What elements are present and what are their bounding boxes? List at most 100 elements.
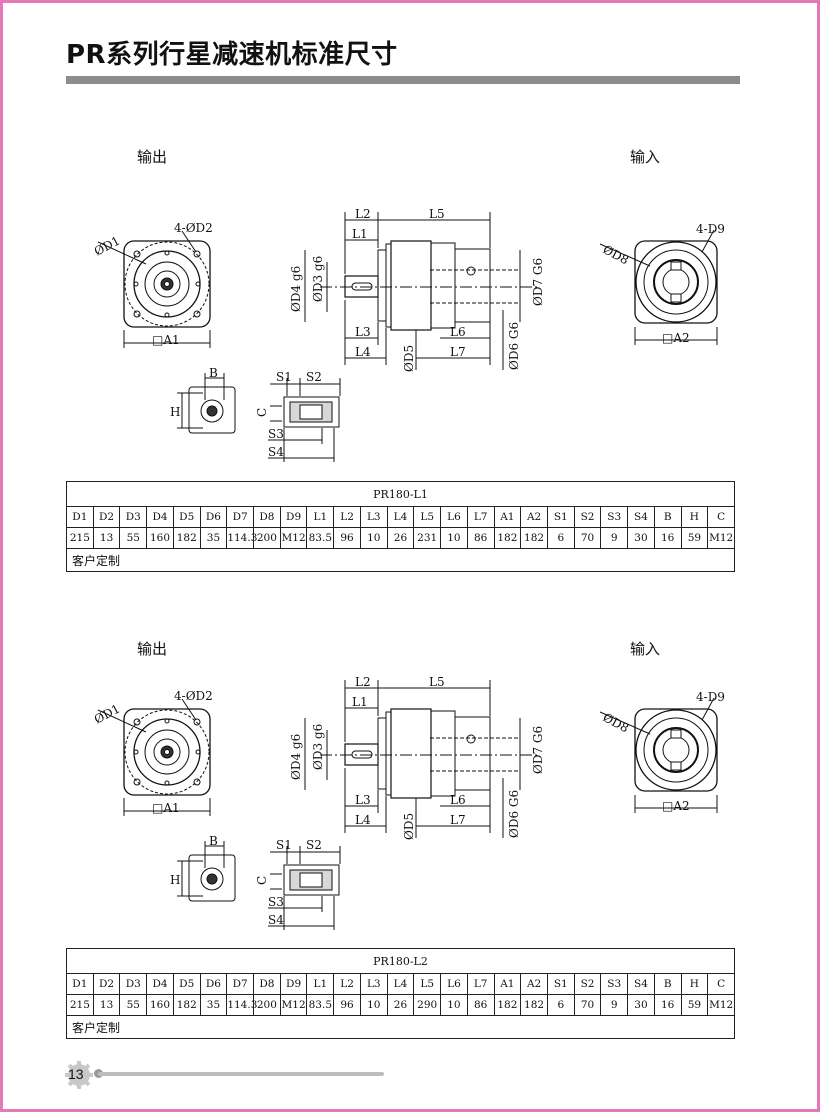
table-cell: 9: [600, 994, 629, 1016]
page-title: PR系列行星减速机标准尺寸: [66, 40, 398, 70]
dim-l6: L6: [450, 325, 466, 339]
column-header: D2: [92, 973, 121, 995]
table-cell: 10: [359, 994, 388, 1016]
table-cell: 16: [653, 527, 682, 549]
table-cell: M12: [279, 994, 308, 1016]
column-header: D7: [226, 506, 255, 528]
dim-d8: ØD8: [601, 242, 631, 267]
column-header: A1: [493, 973, 522, 995]
dim-l7: L7: [450, 345, 466, 359]
table-cell: 290: [413, 994, 442, 1016]
dim-s2: S2: [306, 370, 322, 384]
input-flange-view: [599, 229, 718, 345]
output-flange-view: [97, 230, 211, 348]
dim-l3: L3: [355, 325, 371, 339]
table-cell: 10: [440, 994, 468, 1016]
column-header: A2: [520, 973, 548, 995]
column-header: D9: [279, 973, 308, 995]
table-cell: 26: [386, 994, 415, 1016]
dim-a1: □A1: [152, 333, 180, 347]
column-header: D7: [226, 973, 255, 995]
column-header: L6: [440, 506, 468, 528]
dim-b: B: [209, 366, 218, 380]
footer-line: [98, 1072, 384, 1076]
dim-d6: ØD6 G6: [507, 322, 521, 370]
column-header: D1: [66, 506, 94, 528]
dim-d4: ØD4 g6: [289, 266, 303, 312]
table-cell: 182: [172, 527, 201, 549]
dim-d1: ØD1: [92, 234, 122, 259]
table-cell: 200: [253, 994, 281, 1016]
table-cell: 160: [146, 994, 174, 1016]
table-cell: 96: [333, 994, 361, 1016]
column-header: D2: [92, 506, 121, 528]
column-header: L4: [386, 506, 415, 528]
dim-s3: S3: [268, 427, 284, 441]
table-cell: 182: [172, 994, 201, 1016]
table-cell: 70: [573, 994, 602, 1016]
column-header: D5: [172, 973, 201, 995]
input-label-1: 输入: [630, 148, 661, 166]
column-header: H: [680, 506, 709, 528]
drawing-section-2: [90, 674, 726, 931]
table-cell: 6: [546, 527, 575, 549]
table-cell: 26: [386, 527, 415, 549]
output-label-1: 输出: [137, 148, 168, 166]
column-header: L5: [413, 506, 442, 528]
dim-l1: L1: [352, 227, 368, 241]
dim-s4: S4: [268, 445, 284, 459]
column-header: S4: [627, 506, 655, 528]
table-cell: 160: [146, 527, 174, 549]
column-header: L2: [333, 506, 361, 528]
column-header: S1: [546, 506, 575, 528]
column-header: H: [680, 973, 709, 995]
table-cell: 70: [573, 527, 602, 549]
dim-c: C: [255, 408, 269, 417]
column-header: S2: [573, 973, 602, 995]
column-header: L1: [306, 973, 335, 995]
column-header: D1: [66, 973, 94, 995]
column-header: A1: [493, 506, 522, 528]
table-cell: 231: [413, 527, 442, 549]
column-header: S3: [600, 506, 629, 528]
table-cell: 86: [466, 527, 495, 549]
column-header: S1: [546, 973, 575, 995]
table-cell: 215: [66, 994, 94, 1016]
column-header: D8: [253, 973, 281, 995]
column-header: A2: [520, 506, 548, 528]
dim-d5: ØD5: [402, 345, 416, 372]
dim-h: H: [170, 405, 180, 419]
column-header: L3: [359, 973, 388, 995]
input-label-2: 输入: [630, 640, 661, 658]
dim-d3: ØD3 g6: [311, 256, 325, 302]
table-cell: 16: [653, 994, 682, 1016]
column-header: L4: [386, 973, 415, 995]
table-cell: 35: [199, 527, 228, 549]
drawing-section-1: ØD1 4-ØD2 □A1: [92, 207, 725, 462]
table-cell: 182: [493, 994, 522, 1016]
table-cell: 9: [600, 527, 629, 549]
table-cell: 10: [440, 527, 468, 549]
table-cell: 10: [359, 527, 388, 549]
column-header: D4: [146, 506, 174, 528]
column-header: B: [653, 973, 682, 995]
column-header: D9: [279, 506, 308, 528]
table-cell: 30: [627, 527, 655, 549]
dim-l4: L4: [355, 345, 371, 359]
column-header: L1: [306, 506, 335, 528]
column-header: D5: [172, 506, 201, 528]
table-cell: 59: [680, 527, 709, 549]
column-header: L6: [440, 973, 468, 995]
side-view: [304, 212, 540, 370]
column-header: C: [707, 973, 735, 995]
column-header: B: [653, 506, 682, 528]
custom-note: 客户定制: [66, 548, 735, 572]
